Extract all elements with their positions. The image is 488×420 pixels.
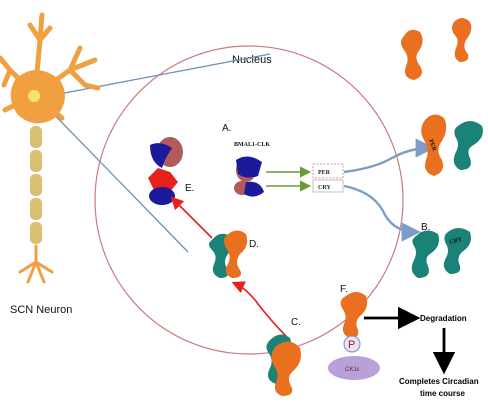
- per-cry-complex-cytoplasm: [266, 334, 301, 396]
- label-e: E.: [185, 183, 194, 194]
- completes-label-line1: Completes Circadian: [399, 377, 479, 386]
- per-cry-complex-nuclear: [209, 230, 248, 278]
- nucleus-label: Nucleus: [232, 54, 272, 66]
- inhibited-bmal1-clk-complex: [148, 137, 183, 205]
- free-cry-protein-1: [453, 121, 483, 170]
- completes-label-line2: time course: [420, 389, 465, 398]
- bmal1-clk-label: BMAL1-CLK: [234, 142, 270, 148]
- cry-gene-box: [312, 179, 344, 193]
- nucleus-membrane: [94, 45, 404, 355]
- per-gene-label: PER: [318, 170, 331, 176]
- cry-protein-2: [443, 228, 471, 274]
- degradation-label: Degradation: [420, 314, 467, 323]
- free-per-protein-2: [452, 18, 472, 62]
- ck1e-kinase: [328, 356, 380, 380]
- cry-export-arrow: [343, 184, 421, 242]
- per-protein: [421, 114, 447, 176]
- degrading-per-protein: [340, 292, 368, 338]
- phosphate-circle: [343, 335, 361, 353]
- label-c: C.: [291, 317, 301, 328]
- label-b: B.: [421, 222, 430, 233]
- scn-neuron-label: SCN Neuron: [10, 304, 72, 316]
- phosphate-label: P: [348, 339, 355, 351]
- per-protein-label: PER: [427, 139, 437, 153]
- cry-gene-label: CRY: [318, 185, 331, 191]
- zoom-line-bottom: [39, 99, 189, 253]
- cry-protein-label: CRY: [449, 237, 464, 246]
- cry-protein-1: [411, 230, 439, 278]
- inhibition-arrow: [170, 196, 213, 239]
- label-a: A.: [222, 123, 231, 134]
- per-export-arrow: [343, 138, 435, 174]
- bmal1-clk-complex: [234, 156, 264, 197]
- label-d: D.: [249, 239, 259, 250]
- label-f: F.: [340, 284, 348, 295]
- zoom-line-top: [37, 53, 271, 99]
- per-gene-box: [312, 163, 344, 179]
- scn-neuron: [0, 12, 101, 284]
- import-arrow: [231, 281, 287, 337]
- free-per-protein-1: [401, 29, 423, 80]
- ck1e-label: CK1ε: [345, 367, 360, 373]
